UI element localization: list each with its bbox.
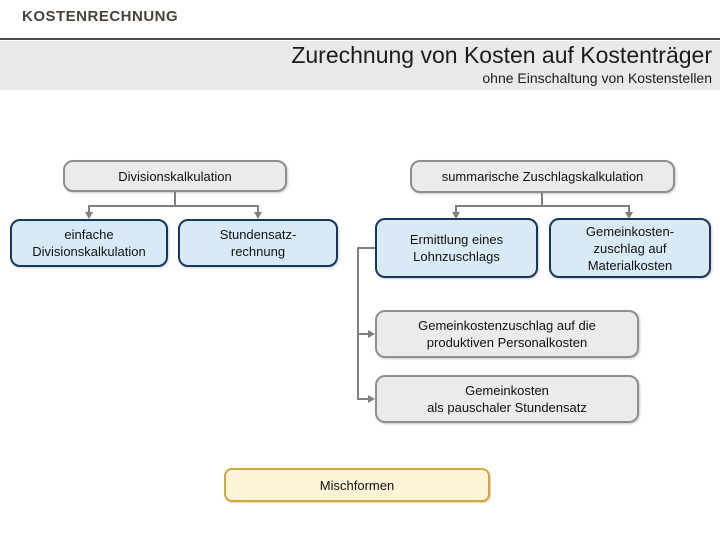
- arrowhead-down-icon: [85, 212, 93, 219]
- connector-line: [174, 192, 176, 206]
- node-einfache-divisionskalkulation: einfache Divisionskalkulation: [10, 219, 168, 267]
- arrowhead-down-icon: [254, 212, 262, 219]
- node-gemeinkostenzuschlag-personalkosten: Gemeinkostenzuschlag auf die produktiven…: [375, 310, 639, 358]
- course-title: KOSTENRECHNUNG: [22, 8, 179, 25]
- node-divisionskalkulation: Divisionskalkulation: [63, 160, 287, 192]
- slide-subtitle: ohne Einschaltung von Kostenstellen: [482, 70, 712, 86]
- connector-line: [456, 205, 630, 207]
- connector-line: [357, 398, 369, 400]
- connector-line: [357, 247, 375, 249]
- node-stundensatzrechnung: Stundensatz- rechnung: [178, 219, 338, 267]
- node-gemeinkosten-pauschaler-stundensatz: Gemeinkosten als pauschaler Stundensatz: [375, 375, 639, 423]
- connector-line: [628, 205, 630, 213]
- arrowhead-right-icon: [368, 395, 375, 403]
- connector-line: [357, 333, 369, 335]
- arrowhead-down-icon: [625, 212, 633, 219]
- connector-line: [88, 205, 259, 207]
- node-ermittlung-lohnzuschlag: Ermittlung eines Lohnzuschlags: [375, 218, 538, 278]
- connector-line: [88, 205, 90, 213]
- connector-line: [357, 247, 359, 400]
- header-divider: [0, 38, 720, 40]
- node-gemeinkostenzuschlag-materialkosten: Gemeinkosten- zuschlag auf Materialkoste…: [549, 218, 711, 278]
- slide-title: Zurechnung von Kosten auf Kostenträger: [291, 42, 712, 68]
- connector-line: [541, 193, 543, 206]
- arrowhead-down-icon: [452, 212, 460, 219]
- node-mischformen: Mischformen: [224, 468, 490, 502]
- arrowhead-right-icon: [368, 330, 375, 338]
- node-summarische-zuschlagskalkulation: summarische Zuschlagskalkulation: [410, 160, 675, 193]
- title-band: Zurechnung von Kosten auf Kostenträger o…: [0, 41, 720, 90]
- connector-line: [455, 205, 457, 213]
- connector-line: [257, 205, 259, 213]
